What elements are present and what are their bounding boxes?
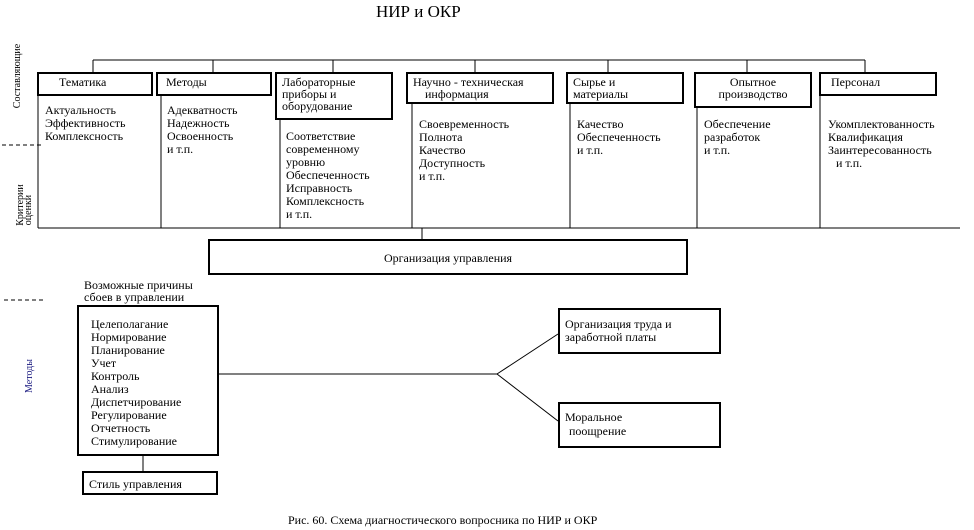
criteria-item: уровню — [286, 155, 326, 169]
branch-down-line — [496, 373, 559, 422]
criteria-item: Доступность — [419, 156, 486, 170]
function-item: Нормирование — [91, 330, 167, 344]
function-item: Анализ — [91, 382, 129, 396]
labor-organization-box: Организация труда и заработной платы — [558, 308, 721, 354]
function-item: Контроль — [91, 369, 140, 383]
criteria-item: Заинтересованность — [828, 143, 932, 157]
criteria-item: и т.п. — [704, 143, 731, 157]
component-header-line: Персонал — [831, 75, 881, 89]
criteria-item: Комплексность — [45, 129, 124, 143]
criteria-item: Исправность — [286, 181, 353, 195]
criteria-item: Своевременность — [419, 117, 510, 131]
moral-box-line: поощрение — [569, 424, 627, 438]
function-item: Отчетность — [91, 421, 151, 435]
component-box-methods: Методы — [156, 72, 272, 96]
management-functions-box: Целеполагание Нормирование Планирование … — [77, 305, 219, 456]
criteria-list-topics: Актуальность Эффективность Комплексность — [45, 104, 126, 143]
criteria-item: и т.п. — [167, 142, 194, 156]
component-header-line: Тематика — [59, 75, 107, 89]
component-header-line: Опытное — [729, 75, 777, 89]
criteria-item: Комплексность — [286, 194, 365, 208]
failure-caption-line: сбоев в управлении — [84, 290, 185, 304]
function-item: Учет — [91, 356, 117, 370]
criteria-item: Соответствие — [286, 129, 356, 143]
component-box-raw-materials: Сырье и материалы — [566, 72, 684, 104]
side-label-methods: Методы — [24, 359, 35, 393]
moral-incentive-box: Моральное поощрение — [558, 402, 721, 448]
side-label-criteria-2: оценки — [23, 194, 34, 226]
function-item: Целеполагание — [91, 317, 169, 331]
moral-box-line: Моральное — [565, 410, 623, 424]
criteria-item: Обеспечение — [704, 117, 771, 131]
criteria-item: Адекватность — [167, 103, 238, 117]
figure-caption: Рис. 60. Схема диагностического вопросни… — [288, 513, 598, 527]
component-box-pilot-production: Опытное производство — [694, 72, 812, 108]
failure-causes-caption: Возможные причины сбоев в управлении — [84, 279, 193, 303]
criteria-item: Качество — [577, 117, 624, 131]
function-item: Планирование — [91, 343, 165, 357]
component-header-line: оборудование — [282, 99, 353, 113]
component-box-topics: Тематика — [37, 72, 153, 96]
component-header-line: Сырье и — [573, 75, 616, 89]
component-box-personnel: Персонал — [819, 72, 937, 96]
criteria-item: и т.п. — [286, 207, 313, 221]
branch-up-line — [496, 333, 559, 375]
component-box-sci-tech-info: Научно - техническая информация — [406, 72, 554, 104]
criteria-item: разработок — [704, 130, 761, 144]
criteria-item: Актуальность — [45, 103, 116, 117]
criteria-list-personnel: Укомплектованность Квалификация Заинтере… — [828, 118, 935, 170]
criteria-item: и т.п. — [836, 156, 863, 170]
function-item: Диспетчирование — [91, 395, 182, 409]
criteria-item: Качество — [419, 143, 466, 157]
criteria-item: Надежность — [167, 116, 230, 130]
component-header-line: материалы — [573, 87, 629, 101]
management-style-box: Стиль управления — [82, 471, 218, 495]
criteria-list-sci-tech-info: Своевременность Полнота Качество Доступн… — [419, 118, 509, 183]
criteria-item: Полнота — [419, 130, 463, 144]
criteria-item: Квалификация — [828, 130, 903, 144]
criteria-item: Обеспеченность — [577, 130, 661, 144]
component-header-line: приборы и — [282, 87, 337, 101]
component-header-line: информация — [425, 87, 489, 101]
criteria-item: Обеспеченность — [286, 168, 370, 182]
criteria-list-raw-materials: Качество Обеспеченность и т.п. — [577, 118, 661, 157]
function-item: Стимулирование — [91, 434, 177, 448]
component-header-line: Лабораторные — [282, 75, 356, 89]
management-organization-box: Организация управления — [208, 239, 688, 275]
failure-caption-line: Возможные причины — [84, 278, 193, 292]
function-item: Регулирование — [91, 408, 167, 422]
labor-box-line: заработной платы — [565, 330, 657, 344]
component-box-lab-equipment: Лабораторные приборы и оборудование — [275, 72, 393, 120]
criteria-item: современному — [286, 142, 360, 156]
criteria-item: Эффективность — [45, 116, 126, 130]
criteria-list-lab-equipment: Соответствие современному уровню Обеспеч… — [286, 130, 370, 221]
component-header-line: Методы — [166, 75, 207, 89]
criteria-item: и т.п. — [419, 169, 446, 183]
criteria-item: и т.п. — [577, 143, 604, 157]
criteria-item: Укомплектованность — [828, 117, 935, 131]
criteria-list-pilot-production: Обеспечение разработок и т.п. — [704, 118, 771, 157]
criteria-item: Освоенность — [167, 129, 234, 143]
component-header-line: производство — [718, 87, 788, 101]
diagram-title: НИР и ОКР — [376, 2, 461, 21]
criteria-list-methods: Адекватность Надежность Освоенность и т.… — [167, 104, 237, 156]
side-label-components: Составляющие — [12, 43, 23, 109]
labor-box-line: Организация труда и — [565, 317, 672, 331]
component-header-line: Научно - техническая — [413, 75, 524, 89]
